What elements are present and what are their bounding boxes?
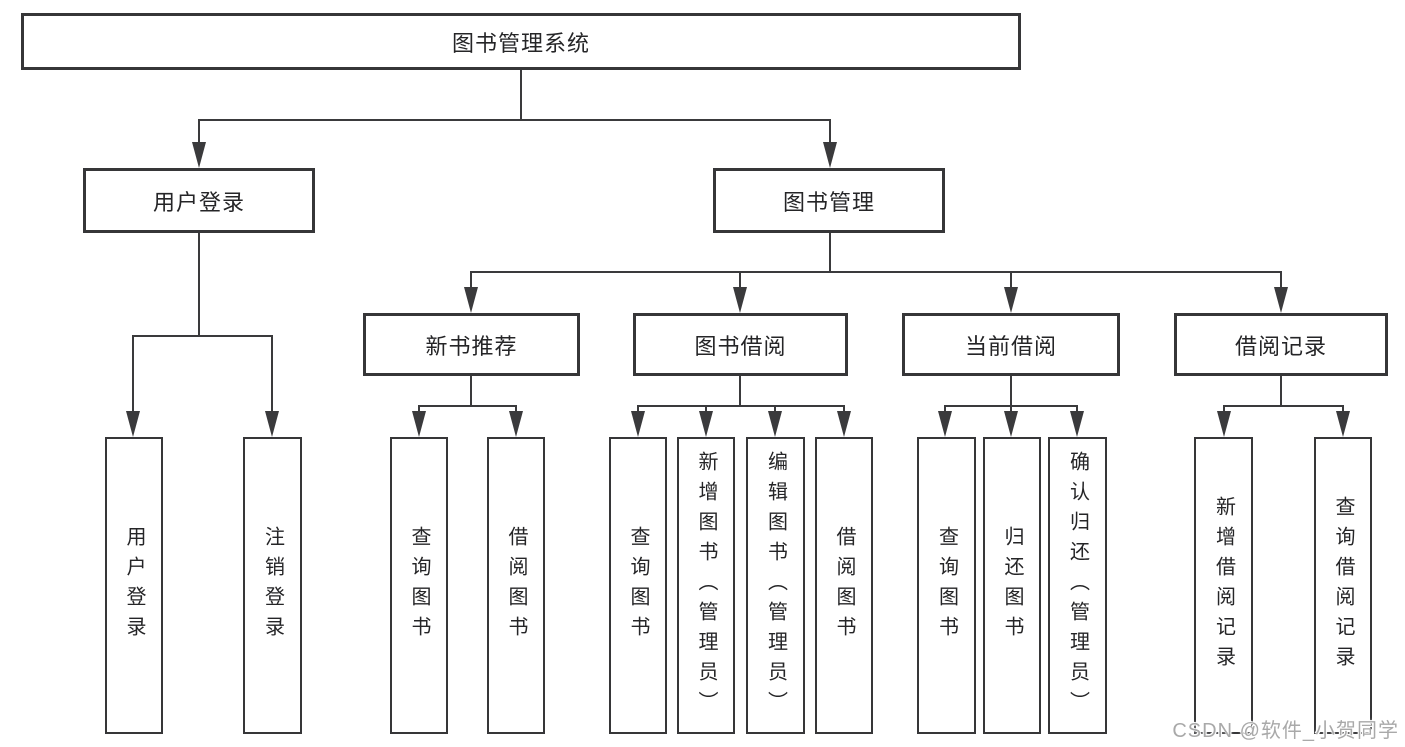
leaf-add-borrow-record: 新增借阅记录: [1194, 437, 1253, 734]
leaf-label: 查询图书: [935, 525, 958, 646]
arrow-down-icon: [733, 287, 747, 313]
leaf-label: 确认归还（管理员）: [1066, 450, 1089, 721]
connector-stem: [418, 405, 420, 411]
connector-book-borrow-split: [637, 405, 845, 407]
connector-stem: [944, 405, 946, 411]
connector-user-login-trunk: [198, 233, 200, 337]
arrow-down-icon: [938, 411, 952, 437]
leaf-query-books-3: 查询图书: [917, 437, 976, 734]
leaf-label: 借阅图书: [833, 525, 855, 646]
arrow-down-icon: [509, 411, 523, 437]
leaf-return-books: 归还图书: [983, 437, 1041, 734]
arrow-down-icon: [823, 142, 837, 168]
arrow-down-icon: [837, 411, 851, 437]
arrow-down-icon: [192, 142, 206, 168]
connector-stem: [774, 405, 776, 411]
csdn-watermark: CSDN @软件_小贺同学: [1172, 720, 1399, 742]
arrow-down-icon: [412, 411, 426, 437]
connector-stem-book-borrow: [739, 271, 741, 287]
arrow-down-icon: [1004, 411, 1018, 437]
leaf-borrow-books-1: 借阅图书: [487, 437, 545, 734]
connector-current-borrow-trunk: [1010, 376, 1012, 406]
leaf-label: 归还图书: [1001, 525, 1023, 646]
connector-new-book-split: [418, 405, 517, 407]
node-book-borrow: 图书借阅: [633, 313, 848, 376]
node-root: 图书管理系统: [21, 13, 1021, 70]
node-new-book-recommend: 新书推荐: [363, 313, 580, 376]
connector-root-trunk: [520, 70, 522, 120]
leaf-logout: 注销登录: [243, 437, 302, 734]
leaf-label: 借阅图书: [505, 525, 527, 646]
connector-stem-book-management: [829, 119, 831, 143]
connector-stem-user-login-child2: [271, 335, 273, 411]
connector-stem-user-login-child1: [132, 335, 134, 411]
connector-stem-borrow-records: [1280, 271, 1282, 287]
leaf-query-books-1: 查询图书: [390, 437, 448, 734]
arrow-down-icon: [126, 411, 140, 437]
connector-stem: [705, 405, 707, 411]
arrow-down-icon: [1274, 287, 1288, 313]
connector-level1-split: [198, 119, 831, 121]
leaf-label: 编辑图书（管理员）: [764, 450, 787, 721]
leaf-confirm-return-admin: 确认归还（管理员）: [1048, 437, 1107, 734]
leaf-label: 注销登录: [261, 525, 284, 646]
arrow-down-icon: [265, 411, 279, 437]
connector-stem: [1342, 405, 1344, 411]
arrow-down-icon: [699, 411, 713, 437]
leaf-label: 查询图书: [408, 525, 430, 646]
leaf-query-borrow-record: 查询借阅记录: [1314, 437, 1372, 734]
leaf-label: 新增借阅记录: [1212, 495, 1235, 676]
arrow-down-icon: [1004, 287, 1018, 313]
leaf-add-books-admin: 新增图书（管理员）: [677, 437, 735, 734]
arrow-down-icon: [768, 411, 782, 437]
connector-book-management-trunk: [829, 233, 831, 272]
leaf-label: 查询图书: [627, 525, 649, 646]
leaf-label: 新增图书（管理员）: [695, 450, 717, 721]
connector-new-book-trunk: [470, 376, 472, 406]
leaf-query-books-2: 查询图书: [609, 437, 667, 734]
arrow-down-icon: [1336, 411, 1350, 437]
leaf-label: 查询借阅记录: [1332, 495, 1354, 676]
connector-stem: [843, 405, 845, 411]
leaf-label: 用户登录: [123, 525, 145, 646]
node-current-borrow: 当前借阅: [902, 313, 1120, 376]
connector-stem: [515, 405, 517, 411]
leaf-user-login: 用户登录: [105, 437, 163, 734]
connector-stem-current-borrow: [1010, 271, 1012, 287]
node-borrow-records: 借阅记录: [1174, 313, 1388, 376]
node-book-management: 图书管理: [713, 168, 945, 233]
arrow-down-icon: [631, 411, 645, 437]
arrow-down-icon: [464, 287, 478, 313]
node-user-login: 用户登录: [83, 168, 315, 233]
connector-user-login-split: [132, 335, 273, 337]
connector-stem: [1076, 405, 1078, 411]
connector-stem-user-login: [198, 119, 200, 143]
connector-borrow-records-trunk: [1280, 376, 1282, 406]
connector-stem-new-book: [470, 271, 472, 287]
connector-stem: [637, 405, 639, 411]
connector-level3-split: [470, 271, 1282, 273]
leaf-borrow-books-2: 借阅图书: [815, 437, 873, 734]
connector-borrow-records-split: [1223, 405, 1343, 407]
arrow-down-icon: [1217, 411, 1231, 437]
connector-stem: [1223, 405, 1225, 411]
arrow-down-icon: [1070, 411, 1084, 437]
connector-stem: [1010, 405, 1012, 411]
connector-book-borrow-trunk: [739, 376, 741, 406]
leaf-edit-books-admin: 编辑图书（管理员）: [746, 437, 805, 734]
